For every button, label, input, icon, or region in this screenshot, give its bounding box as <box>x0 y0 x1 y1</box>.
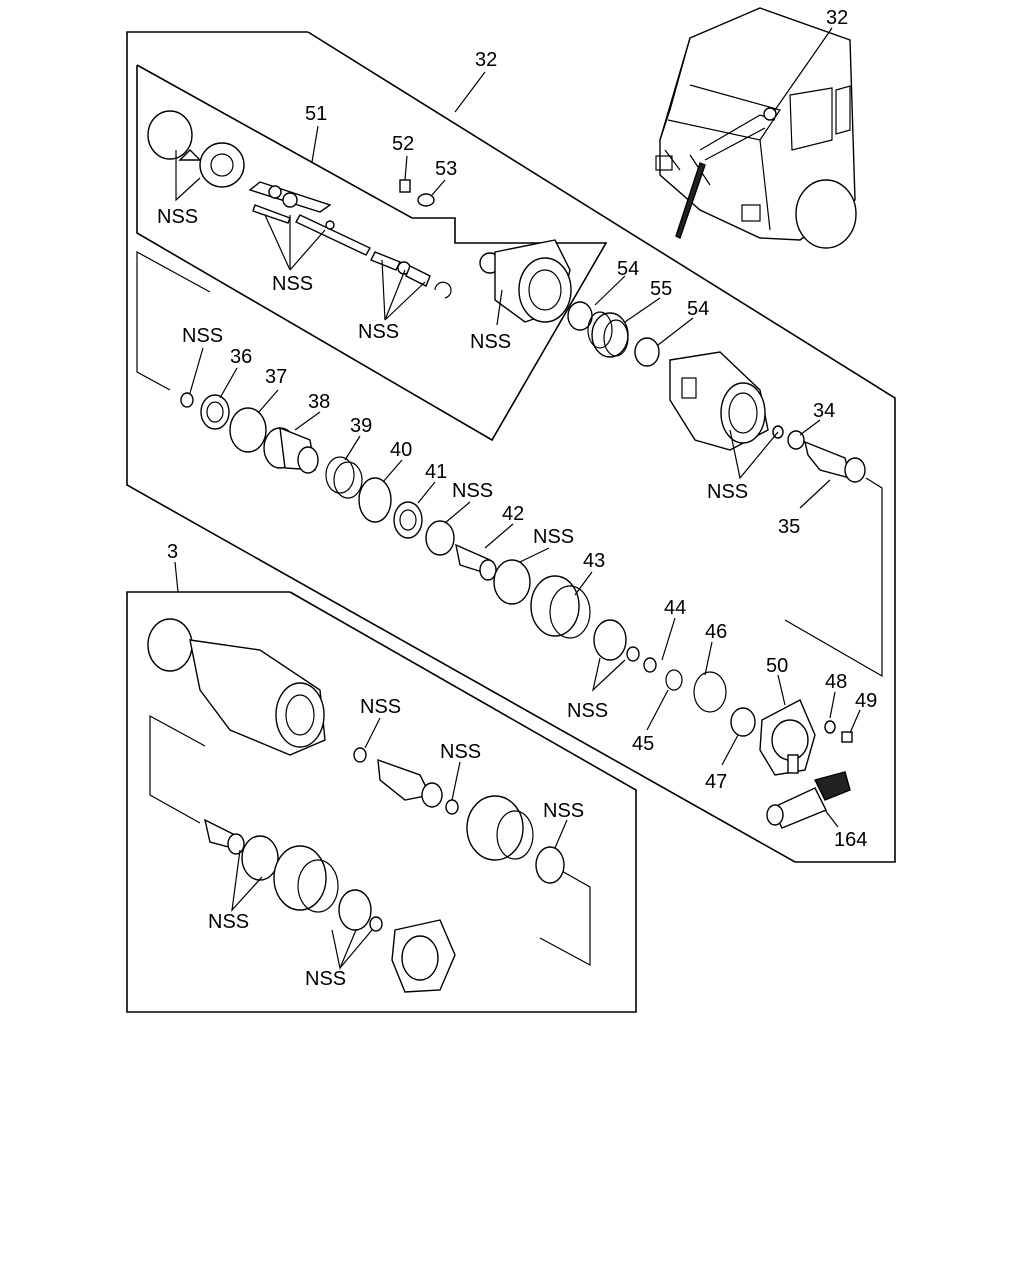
label-45: 45 <box>632 733 654 755</box>
label-46: 46 <box>705 621 727 643</box>
label-44: 44 <box>664 597 686 619</box>
label-39: 39 <box>350 415 372 437</box>
label-assy-3: 3 <box>167 541 178 563</box>
assembly-32-frame <box>126 31 896 863</box>
label-nss-2: NSS <box>272 273 313 295</box>
label-nss-9: NSS <box>567 700 608 722</box>
label-nss-3: NSS <box>358 321 399 343</box>
label-assy-32-truck: 32 <box>826 7 848 29</box>
label-35: 35 <box>778 516 800 538</box>
washer-53 <box>417 193 435 207</box>
label-nss-10: NSS <box>360 696 401 718</box>
label-nss-1: NSS <box>157 206 198 228</box>
label-37: 37 <box>265 366 287 388</box>
truck-cab-illustration <box>655 7 857 249</box>
label-nss-8: NSS <box>533 526 574 548</box>
parts-52-53 <box>399 179 435 207</box>
label-assy-32: 32 <box>475 49 497 71</box>
label-48: 48 <box>825 671 847 693</box>
label-53: 53 <box>435 158 457 180</box>
housing-upper <box>479 239 572 323</box>
part-labels: 32 32 51 52 53 NSS NSS NSS NSS 54 55 54 … <box>157 7 877 990</box>
label-43: 43 <box>583 550 605 572</box>
label-36: 36 <box>230 346 252 368</box>
label-41: 41 <box>425 461 447 483</box>
label-54a: 54 <box>617 258 639 280</box>
label-38: 38 <box>308 391 330 413</box>
label-164: 164 <box>834 829 867 851</box>
label-nss-6: NSS <box>182 325 223 347</box>
assembly-3-parts <box>147 618 565 993</box>
subassembly-51-parts <box>147 110 452 299</box>
leader-lines <box>174 71 861 971</box>
parts-36-47-bracket <box>136 250 883 678</box>
label-nss-14: NSS <box>305 968 346 990</box>
boot-part <box>199 142 245 188</box>
label-49: 49 <box>855 690 877 712</box>
parts-34-35 <box>772 425 866 483</box>
label-52: 52 <box>392 133 414 155</box>
label-nss-5: NSS <box>707 481 748 503</box>
bolt-52 <box>399 179 411 193</box>
main-body-housing <box>669 351 769 451</box>
label-34: 34 <box>813 400 835 422</box>
label-40: 40 <box>390 439 412 461</box>
label-nss-4: NSS <box>470 331 511 353</box>
parts-36-47 <box>180 392 756 737</box>
label-nss-11: NSS <box>440 741 481 763</box>
label-55: 55 <box>650 278 672 300</box>
subassembly-51-frame <box>136 64 608 442</box>
label-nss-7: NSS <box>452 480 493 502</box>
label-nss-13: NSS <box>208 911 249 933</box>
label-42: 42 <box>502 503 524 525</box>
parts-54-55 <box>567 301 660 367</box>
label-50: 50 <box>766 655 788 677</box>
label-54b: 54 <box>687 298 709 320</box>
label-nss-12: NSS <box>543 800 584 822</box>
parts-48-50-164 <box>759 699 853 829</box>
knob-part <box>147 110 193 160</box>
assembly-3-frame <box>126 591 637 1013</box>
label-51: 51 <box>305 103 327 125</box>
label-47: 47 <box>705 771 727 793</box>
